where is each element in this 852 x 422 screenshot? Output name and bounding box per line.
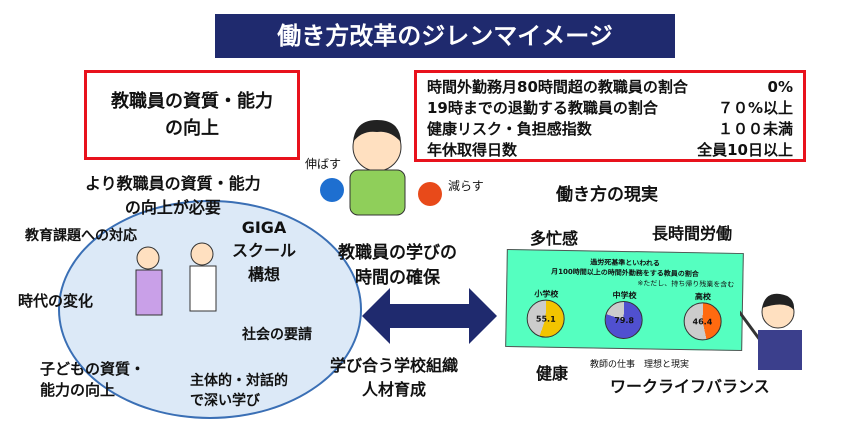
teacher-pointing-illustration xyxy=(740,293,802,370)
busy-text: 多忙感 xyxy=(530,229,579,248)
wlb-text: ワークライフバランス xyxy=(610,377,770,396)
pie-value: 79.8 xyxy=(614,315,635,325)
pie-value: 46.4 xyxy=(692,316,713,327)
child-text: 子どもの資質・能力の向上 xyxy=(40,360,146,399)
teacher-juggling-illustration xyxy=(320,120,442,216)
target-row: 年休取得日数 全員10日以上 xyxy=(427,140,793,161)
overtime-chart-board: 過労死基準といわれる 月100時間以上の時間外勤務をする教員の割合 ※ただし、持… xyxy=(505,248,744,352)
board-caption: 教師の仕事 理想と現実 xyxy=(590,360,690,370)
page-title: 働き方改革のジレンマイメージ xyxy=(215,14,675,58)
pie-slice: 79.8 xyxy=(604,300,644,340)
era-text: 時代の変化 xyxy=(18,292,94,310)
society-text: 社会の要請 xyxy=(242,327,312,343)
reduce-label: 減らす xyxy=(448,179,484,193)
reality-title: 働き方の現実 xyxy=(556,185,658,205)
time-text: 教職員の学びの時間の確保 xyxy=(338,243,457,288)
goal-line1: 教職員の資質・能力 xyxy=(111,91,273,112)
double-arrow-icon xyxy=(362,288,497,344)
pie-group: 中学校 79.8 xyxy=(604,290,644,340)
org-text: 学び合う学校組織人材育成 xyxy=(330,356,459,399)
goal-line2: の向上 xyxy=(165,118,219,139)
deep-learning-text: 主体的・対話的で深い学び xyxy=(190,373,288,409)
target-row: 健康リスク・負担感指数 １００未満 xyxy=(427,119,793,140)
target-row: 19時までの退勤する教職員の割合 ７０%以上 xyxy=(427,98,793,119)
pie-slice: 46.4 xyxy=(683,302,722,341)
target-value: 全員10日以上 xyxy=(697,141,793,159)
goal-box: 教職員の資質・能力の向上 xyxy=(84,70,300,160)
need-text: より教職員の資質・能力の向上が必要 xyxy=(85,174,261,217)
target-row: 時間外勤務月80時間超の教職員の割合 0% xyxy=(427,77,793,98)
pie-group: 小学校 55.1 xyxy=(526,288,566,338)
target-label: 19時までの退勤する教職員の割合 xyxy=(427,99,658,117)
pie-label: 高校 xyxy=(694,292,711,302)
teachers-illustration xyxy=(135,242,217,316)
pie-label: 中学校 xyxy=(612,290,637,301)
target-label: 時間外勤務月80時間超の教職員の割合 xyxy=(427,78,688,96)
long-hours-text: 長時間労働 xyxy=(652,224,733,243)
stretch-label: 伸ばす xyxy=(305,157,342,171)
health-text: 健康 xyxy=(536,364,569,383)
target-label: 健康リスク・負担感指数 xyxy=(427,120,592,138)
targets-box: 時間外勤務月80時間超の教職員の割合 0% 19時までの退勤する教職員の割合 ７０%… xyxy=(414,70,806,162)
target-value: ７０%以上 xyxy=(717,99,793,117)
pie-label: 小学校 xyxy=(534,289,559,299)
target-value: 0% xyxy=(767,78,793,96)
target-value: １００未満 xyxy=(717,120,793,138)
pie-value: 55.1 xyxy=(535,313,556,324)
target-label: 年休取得日数 xyxy=(427,141,518,159)
pie-group: 高校 46.4 xyxy=(683,291,722,341)
pie-slice: 55.1 xyxy=(526,299,566,338)
blue-ball-icon xyxy=(320,178,344,202)
orange-ball-icon xyxy=(418,182,442,206)
issues-text: 教育課題への対応 xyxy=(25,228,137,244)
